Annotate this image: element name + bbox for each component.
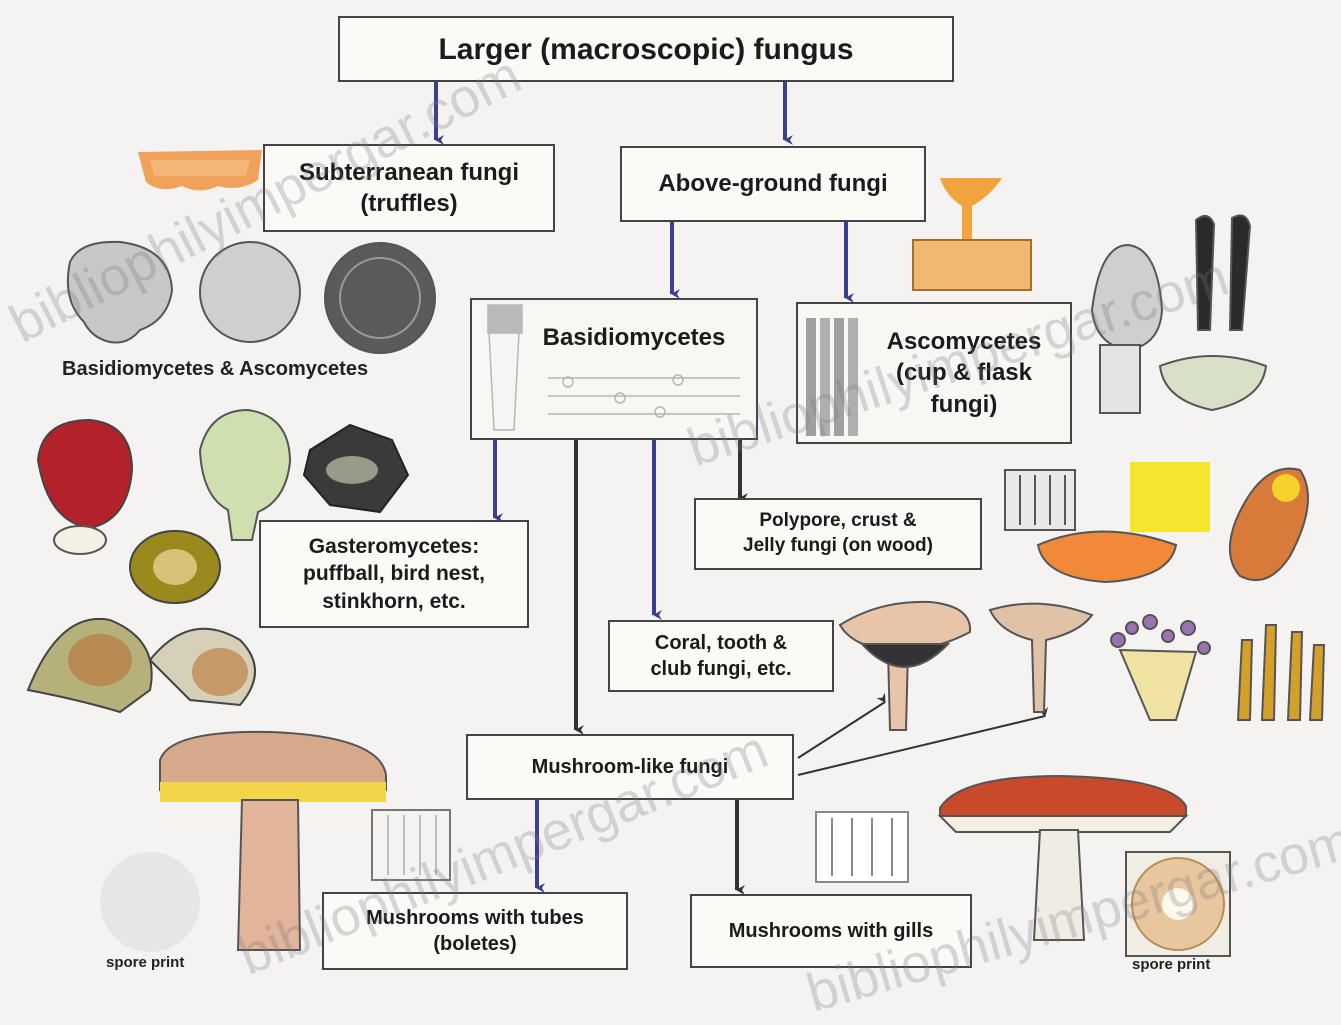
- gasteromycetes-node: Gasteromycetes: puffball, bird nest, sti…: [259, 520, 529, 628]
- coral-tooth-illustrations: [840, 602, 1324, 730]
- mushroom-like-node: Mushroom-like fungi: [466, 734, 794, 800]
- mushroom-like-label: Mushroom-like fungi: [532, 754, 729, 780]
- morel-illustration: [1092, 215, 1266, 413]
- tubes-label: Mushrooms with tubes (boletes): [366, 905, 584, 957]
- basidio-asco-illustrations: [68, 242, 435, 353]
- spore-print-left-caption: spore print: [106, 954, 184, 971]
- spore-print-right-caption: spore print: [1132, 956, 1210, 973]
- gills-node: Mushrooms with gills: [690, 894, 972, 968]
- above-ground-node: Above-ground fungi: [620, 146, 926, 222]
- root-node: Larger (macroscopic) fungus: [338, 16, 954, 82]
- arrow-to-mushroom-pic-1: [798, 702, 885, 758]
- jelly-fungus-on-wood: [913, 178, 1031, 290]
- basidiomycetes-node: Basidiomycetes: [470, 298, 758, 440]
- polypore-node: Polypore, crust & Jelly fungi (on wood): [694, 498, 982, 570]
- coral-node: Coral, tooth & club fungi, etc.: [608, 620, 834, 692]
- basidio-asco-caption: Basidiomycetes & Ascomycetes: [62, 358, 368, 381]
- coral-label: Coral, tooth & club fungi, etc.: [650, 630, 791, 682]
- arrow-to-mushroom-pic-2: [798, 716, 1045, 775]
- subterranean-label: Subterranean fungi (truffles): [299, 157, 519, 219]
- subterranean-node: Subterranean fungi (truffles): [263, 144, 555, 232]
- gills-label: Mushrooms with gills: [729, 918, 933, 944]
- truffle-illustration: [138, 150, 262, 191]
- root-label: Larger (macroscopic) fungus: [438, 30, 853, 69]
- gasteromycetes-label: Gasteromycetes: puffball, bird nest, sti…: [303, 533, 485, 615]
- tubes-node: Mushrooms with tubes (boletes): [322, 892, 628, 970]
- ascomycetes-label: Ascomycetes (cup & flask fungi): [887, 326, 1042, 420]
- polypore-label: Polypore, crust & Jelly fungi (on wood): [743, 509, 933, 558]
- ascomycetes-node: Ascomycetes (cup & flask fungi): [796, 302, 1072, 444]
- basidiomycetes-label: Basidiomycetes: [543, 322, 726, 353]
- polypore-illustrations: [1005, 462, 1308, 582]
- above-ground-label: Above-ground fungi: [658, 168, 887, 199]
